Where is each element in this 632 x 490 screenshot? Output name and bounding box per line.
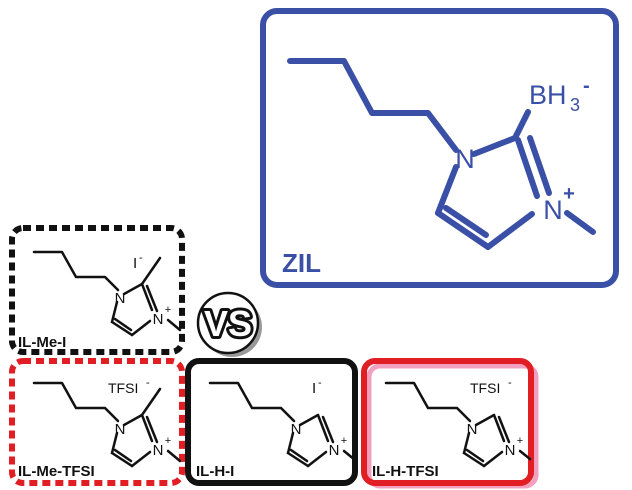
il-h-i-anion: I — [312, 380, 316, 397]
il-h-tfsi-label: IL-H-TFSI — [372, 463, 439, 480]
il-me-i-atom-n3: N — [153, 311, 164, 328]
il-h-tfsi-frame — [361, 358, 534, 486]
il-h-i-charge-plus: + — [341, 435, 347, 447]
zil-structure — [287, 58, 596, 250]
il-me-i-structure — [32, 250, 182, 337]
zil-bond-c2-b — [512, 109, 531, 141]
vs-label: VS — [204, 303, 252, 344]
il-me-i-atom-n1: N — [115, 290, 126, 307]
il-me-tfsi-anion-charge: - — [146, 377, 150, 389]
il-me-i-panel: N N + I - IL-Me-I — [9, 225, 185, 355]
il-h-tfsi-atom-n3: N — [505, 442, 516, 459]
zil-bond-c5-n1 — [435, 164, 459, 216]
il-h-i-structure — [208, 381, 357, 468]
zil-atom-n1: N — [455, 144, 475, 174]
il-me-tfsi-charge-plus: + — [165, 435, 171, 447]
zil-bond-n1-c2 — [471, 135, 518, 157]
il-h-tfsi-panel: N N + TFSI - IL-H-TFSI — [361, 358, 539, 489]
il-me-i-anion-charge: - — [139, 252, 143, 264]
il-me-i-label: IL-Me-I — [18, 334, 66, 351]
il-h-tfsi-atom-n1: N — [467, 421, 478, 438]
il-me-tfsi-label: IL-Me-TFSI — [18, 463, 95, 480]
il-h-i-panel: N N + I - IL-H-I — [185, 358, 358, 486]
il-h-tfsi-anion-charge: - — [508, 377, 512, 389]
il-h-tfsi-structure — [384, 381, 532, 468]
zil-bond-c2-n3 — [515, 137, 540, 199]
zil-atom-bh: BH — [529, 80, 567, 110]
il-me-tfsi-anion: TFSI — [108, 380, 138, 396]
il-h-tfsi-anion: TFSI — [470, 380, 500, 396]
il-me-i-frame — [9, 225, 185, 355]
il-me-tfsi-panel: N N + TFSI - IL-Me-TFSI — [9, 358, 185, 486]
il-h-i-atom-n3: N — [329, 442, 340, 459]
il-me-tfsi-atom-n3: N — [153, 442, 164, 459]
zil-bond-n3-c4 — [485, 211, 535, 250]
zil-frame — [260, 8, 619, 288]
zil-double-bond-c2-n3 — [527, 135, 552, 196]
zil-atom-n3: N — [543, 195, 563, 225]
zil-bond-c4-c5 — [435, 210, 491, 250]
zil-panel: N N + BH 3 - ZIL — [260, 8, 619, 288]
il-h-i-frame — [185, 358, 358, 486]
zil-methyl-bond — [564, 210, 596, 235]
zil-butyl-chain — [287, 58, 459, 153]
il-h-i-anion-charge: - — [318, 377, 322, 389]
il-me-tfsi-structure — [32, 381, 182, 468]
il-me-i-anion: I — [133, 255, 137, 272]
zil-double-bond-c4-c5 — [443, 205, 489, 238]
vs-badge: VS — [196, 291, 262, 357]
il-me-i-charge-plus: + — [165, 304, 171, 316]
zil-charge-plus: + — [563, 183, 575, 205]
il-h-i-atom-n1: N — [291, 421, 302, 438]
il-h-tfsi-charge-plus: + — [517, 435, 523, 447]
zil-atom-bh-subscript: 3 — [570, 95, 580, 115]
zil-charge-minus: - — [583, 75, 590, 97]
vs-circle — [196, 291, 260, 355]
zil-label: ZIL — [282, 248, 321, 278]
il-me-tfsi-frame — [9, 358, 185, 486]
il-h-i-label: IL-H-I — [196, 463, 234, 480]
il-me-tfsi-atom-n1: N — [115, 421, 126, 438]
